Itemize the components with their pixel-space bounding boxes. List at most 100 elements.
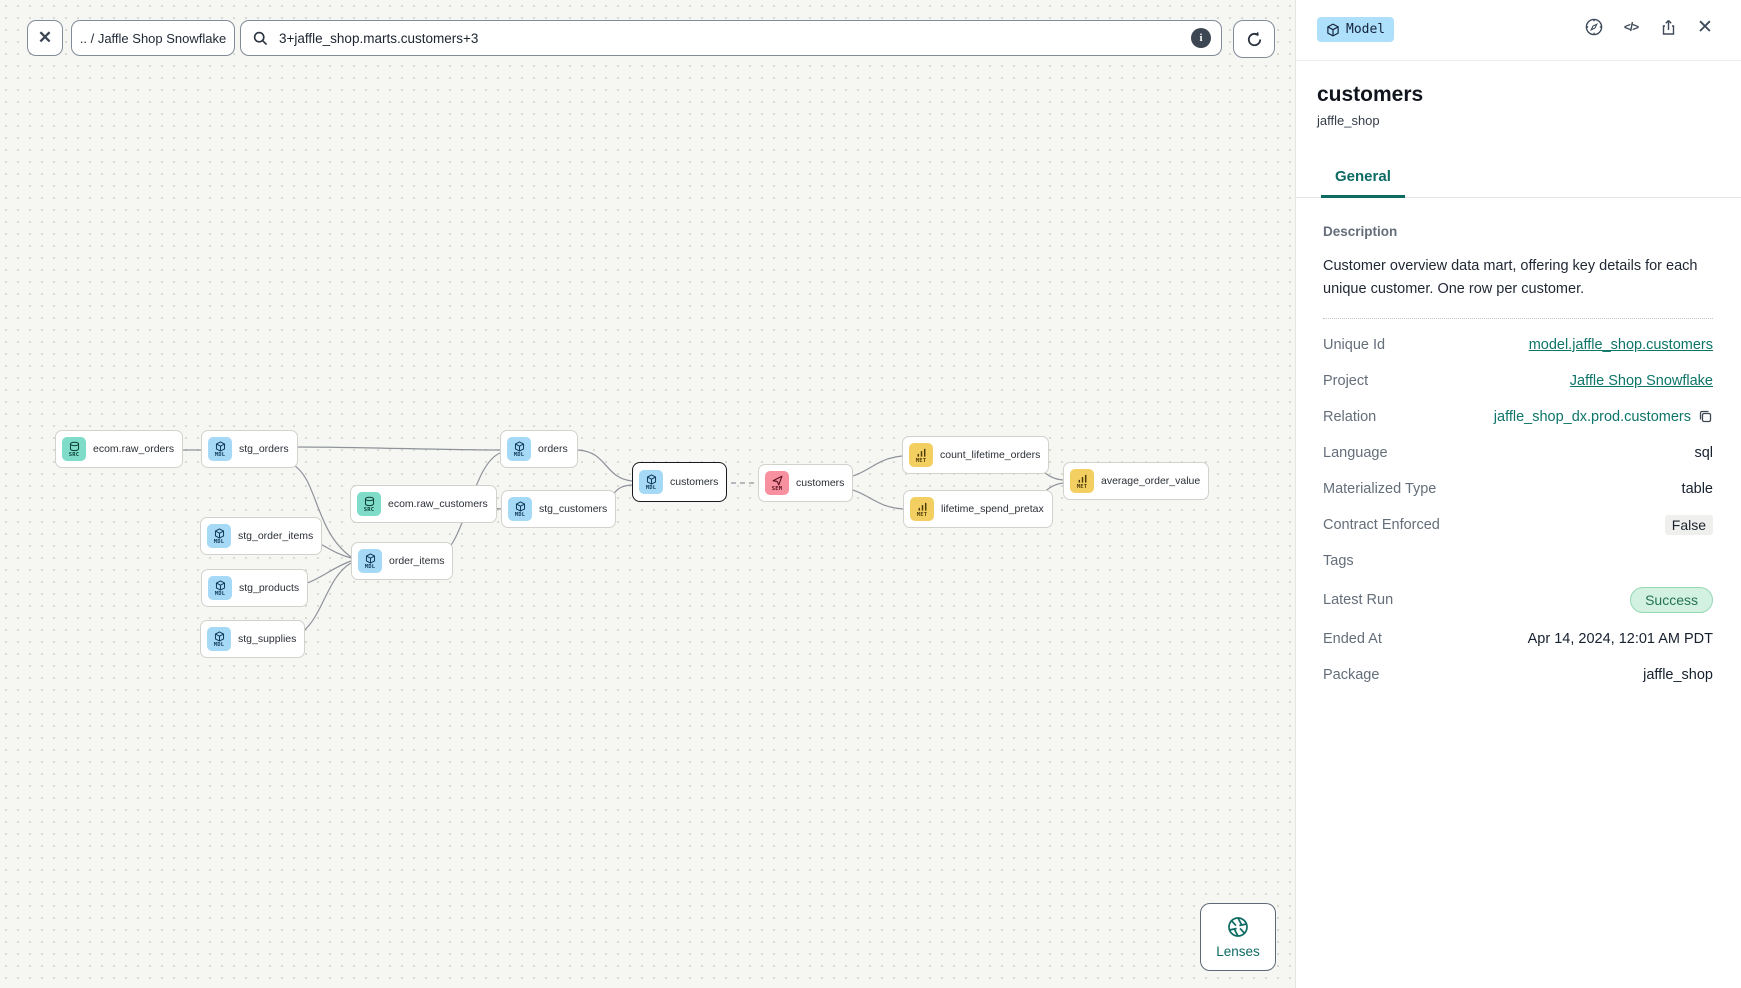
node-label: stg_customers — [539, 503, 608, 515]
node-label: customers — [796, 477, 845, 489]
lineage-node-orders[interactable]: MDL orders — [500, 430, 578, 468]
share-icon[interactable] — [1658, 17, 1678, 37]
close-panel-icon[interactable]: ✕ — [1697, 16, 1713, 38]
resource-type-badge: Model — [1317, 17, 1395, 42]
detail-row-language: Language sql — [1323, 435, 1713, 471]
model-cube-icon — [1327, 23, 1339, 36]
row-label: Tags — [1323, 552, 1354, 569]
page-title: customers — [1317, 83, 1424, 106]
search-input[interactable] — [277, 29, 1182, 47]
metric-icon: MET — [909, 443, 933, 467]
edge-orders-to-customers — [577, 449, 633, 482]
metric-icon: MET — [910, 497, 934, 521]
detail-row-unique-id: Unique Id model.jaffle_shop.customers — [1323, 327, 1713, 363]
relation-value: jaffle_shop_dx.prod.customers — [1493, 408, 1691, 425]
lens-explore-icon[interactable] — [1584, 17, 1604, 37]
lineage-node-customers[interactable]: MDL customers — [632, 462, 728, 502]
search-icon — [253, 31, 268, 45]
detail-panel: Model </> ✕ customers jaffle_shop Genera… — [1295, 0, 1741, 988]
model-icon: MDL — [639, 470, 663, 494]
row-value: Apr 14, 2024, 12:01 AM PDT — [1527, 630, 1713, 647]
model-icon: MDL — [507, 437, 531, 461]
detail-row-latest-run: Latest Run Success — [1323, 579, 1713, 621]
row-label: Project — [1323, 372, 1369, 389]
node-label: customers — [670, 476, 719, 488]
row-value: sql — [1694, 444, 1713, 461]
panel-tabs: General — [1296, 168, 1741, 198]
refresh-icon — [1247, 31, 1261, 46]
lineage-node-ecom.raw_customers[interactable]: SRC ecom.raw_customers — [350, 485, 497, 523]
refresh-lineage-button[interactable] — [1233, 20, 1275, 58]
metric-icon: MET — [1070, 469, 1094, 493]
lineage-node-customers_sem[interactable]: SEM customers — [758, 464, 854, 502]
description-text: Customer overview data mart, offering ke… — [1323, 258, 1698, 298]
panel-header: Model </> ✕ — [1296, 0, 1741, 61]
lineage-node-stg_orders[interactable]: MDL stg_orders — [201, 430, 298, 468]
general-section: Description Customer overview data mart,… — [1296, 224, 1741, 693]
detail-row-relation: Relation jaffle_shop_dx.prod.customers — [1323, 399, 1713, 435]
row-label: Package — [1323, 666, 1380, 683]
info-icon[interactable]: i — [1191, 28, 1211, 48]
node-label: stg_order_items — [238, 530, 314, 542]
row-value-link[interactable]: Jaffle Shop Snowflake — [1569, 372, 1713, 389]
row-label: Unique Id — [1323, 336, 1386, 353]
node-label: lifetime_spend_pretax — [941, 503, 1044, 515]
lineage-node-lifetime_spend_pretax[interactable]: MET lifetime_spend_pretax — [903, 490, 1053, 528]
source-icon: SRC — [357, 492, 381, 516]
semantic-model-icon: SEM — [765, 471, 789, 495]
description-label: Description — [1323, 224, 1398, 239]
node-label: stg_products — [239, 582, 300, 594]
node-label: ecom.raw_customers — [388, 498, 488, 510]
lenses-aperture-icon — [1228, 917, 1248, 937]
model-icon: MDL — [207, 524, 231, 548]
lenses-label: Lenses — [1216, 944, 1260, 959]
lineage-search[interactable]: i — [240, 20, 1222, 56]
model-icon: MDL — [207, 627, 231, 651]
model-icon: MDL — [508, 497, 532, 521]
row-label: Contract Enforced — [1323, 516, 1440, 533]
row-value: table — [1681, 480, 1713, 497]
lineage-node-count_lifetime_orders[interactable]: MET count_lifetime_orders — [902, 436, 1050, 474]
node-label: stg_orders — [239, 443, 289, 455]
status-badge[interactable]: Success — [1630, 586, 1713, 613]
breadcrumb-label: .. / Jaffle Shop Snowflake — [79, 30, 227, 46]
edge-stg_orders-to-order_items — [291, 463, 352, 558]
lineage-node-average_order_value[interactable]: MET average_order_value — [1063, 462, 1210, 500]
breadcrumb[interactable]: .. / Jaffle Shop Snowflake — [71, 20, 235, 56]
close-lineage-button[interactable]: ✕ — [27, 20, 63, 56]
row-label: Relation — [1323, 408, 1377, 425]
detail-row-contract-enforced: Contract Enforced False — [1323, 507, 1713, 543]
detail-row-tags: Tags — [1323, 543, 1713, 579]
model-icon: MDL — [358, 549, 382, 573]
row-label: Latest Run — [1323, 591, 1394, 608]
detail-row-project: Project Jaffle Shop Snowflake — [1323, 363, 1713, 399]
lenses-button[interactable]: Lenses — [1200, 903, 1276, 971]
row-value: jaffle_shop_dx.prod.customers — [1494, 409, 1713, 425]
contract-chip: False — [1664, 514, 1713, 535]
model-icon: MDL — [208, 437, 232, 461]
row-value-link[interactable]: model.jaffle_shop.customers — [1528, 336, 1713, 353]
node-label: orders — [538, 443, 568, 455]
copy-icon[interactable] — [1698, 409, 1713, 424]
detail-row-ended-at: Ended At Apr 14, 2024, 12:01 AM PDT — [1323, 621, 1713, 657]
edge-stg_orders-to-orders — [295, 446, 501, 451]
row-label: Language — [1323, 444, 1388, 461]
code-icon[interactable]: </> — [1623, 20, 1639, 34]
lineage-node-stg_customers[interactable]: MDL stg_customers — [501, 490, 617, 528]
resource-type-label: Model — [1346, 22, 1386, 37]
package-subtitle: jaffle_shop — [1317, 113, 1380, 128]
source-icon: SRC — [62, 437, 86, 461]
tab-general[interactable]: General — [1321, 168, 1405, 198]
lineage-node-stg_order_items[interactable]: MDL stg_order_items — [200, 517, 323, 555]
node-label: count_lifetime_orders — [940, 449, 1041, 461]
close-icon: ✕ — [37, 28, 53, 47]
row-label: Ended At — [1323, 630, 1382, 647]
node-label: average_order_value — [1101, 475, 1201, 487]
